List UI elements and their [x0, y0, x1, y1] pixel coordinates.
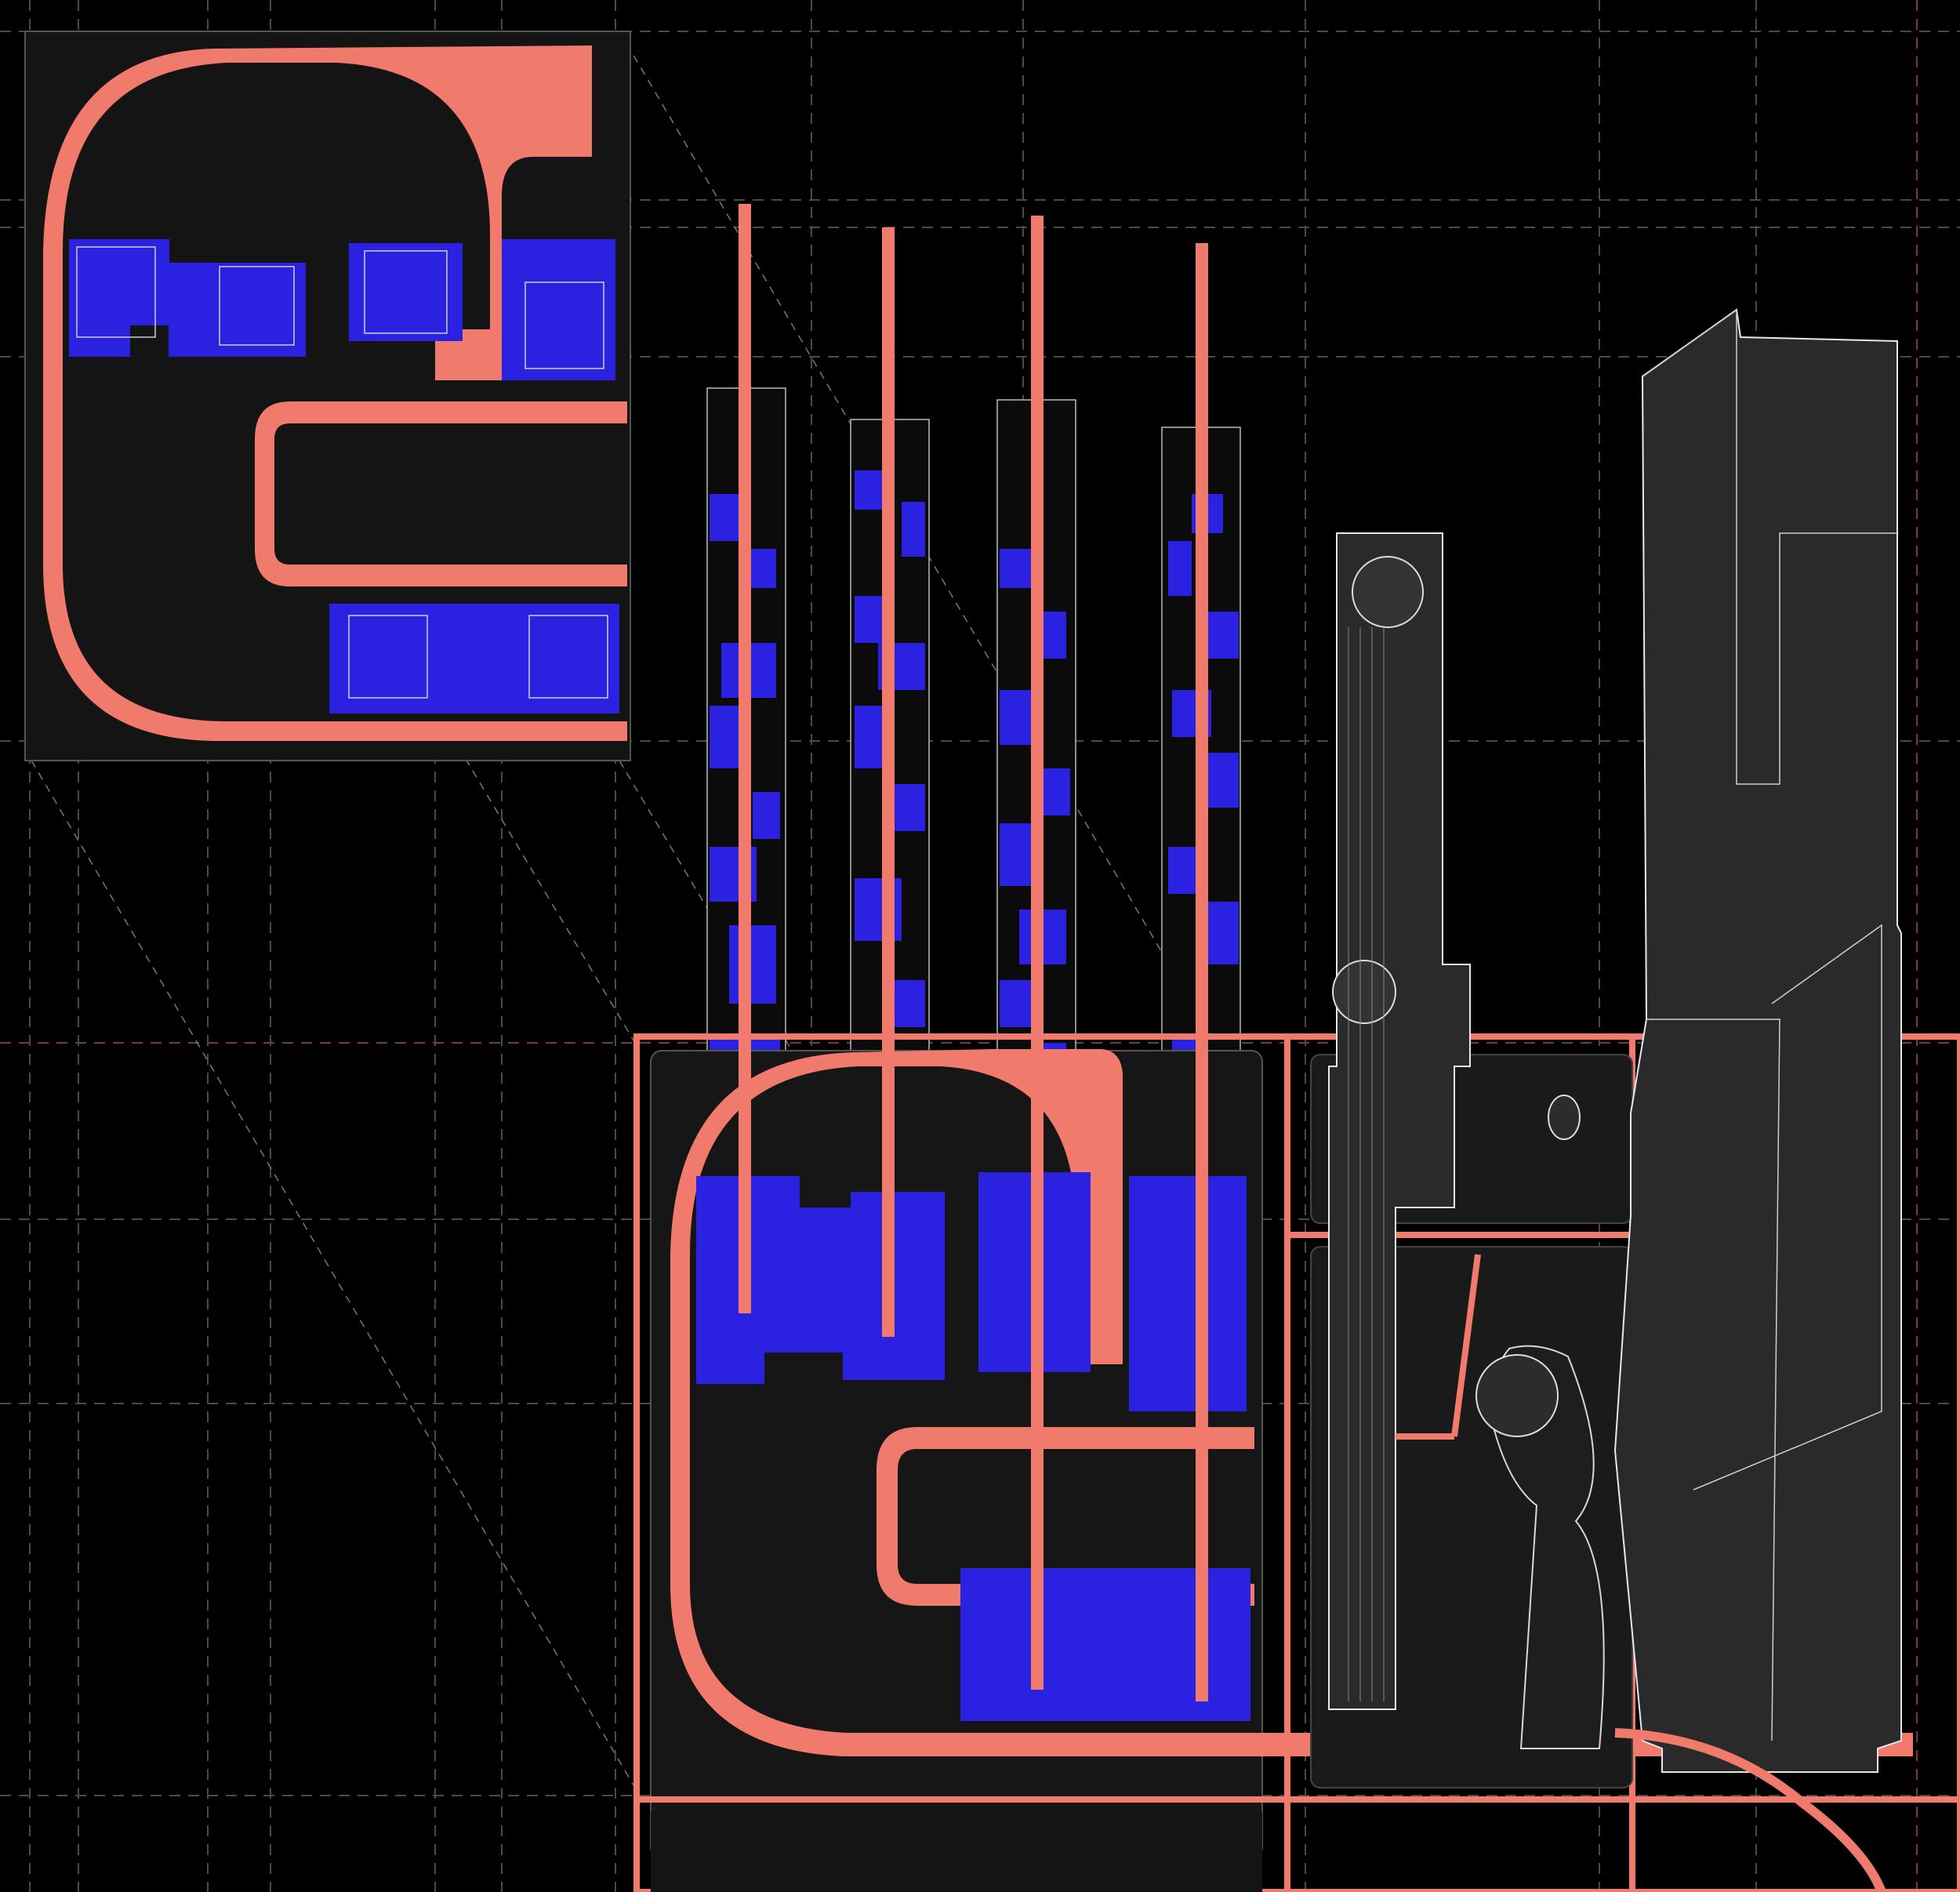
core-1: [739, 204, 751, 1313]
inset-outer-loop: [43, 45, 627, 741]
large-tower: [1613, 308, 1902, 1773]
core-3: [1031, 216, 1044, 1690]
tower-fins: [1348, 627, 1385, 1701]
slender-tower: [1328, 532, 1471, 1710]
inset-plan: [24, 31, 631, 761]
inset-room-outlines: [76, 246, 608, 699]
inset-inner-loop: [255, 401, 627, 586]
inset-block-e: [329, 604, 619, 714]
inset-block-b: [169, 263, 306, 357]
large-tower-linework: [1642, 308, 1897, 1741]
inset-block-a2: [69, 239, 169, 325]
inset-block-d: [502, 239, 615, 380]
core-2: [882, 227, 895, 1337]
main-site: [633, 204, 1913, 1892]
tower-crown: [1352, 556, 1424, 628]
small-pavilion: [1548, 1095, 1581, 1140]
oval-dome: [1475, 1354, 1559, 1437]
core-4: [1196, 243, 1208, 1701]
context: [637, 308, 1960, 1892]
main-block-3: [1129, 1176, 1247, 1411]
street-curve: [1614, 1728, 1886, 1892]
tower-mid-crown: [1332, 960, 1396, 1024]
context-diagonal: [1451, 1254, 1481, 1437]
inset-block-c: [349, 243, 463, 341]
south-plot: [651, 1811, 1262, 1892]
